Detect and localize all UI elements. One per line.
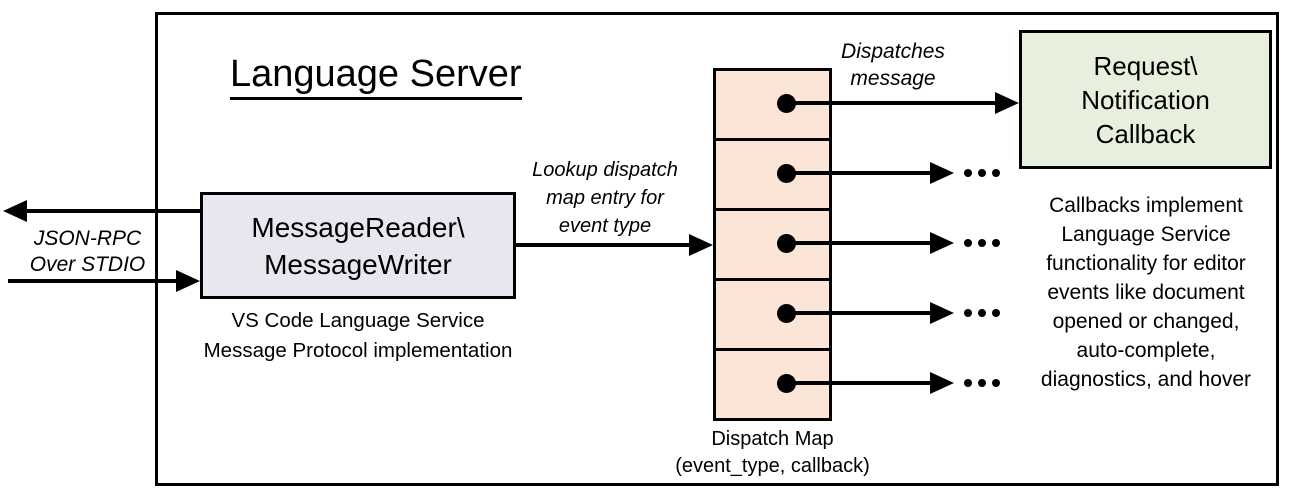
stdio-out-arrow-line: [18, 209, 200, 213]
dispatch-map: [713, 68, 832, 421]
callback-box-label: Request\ Notification Callback: [1081, 50, 1210, 149]
callback-box: Request\ Notification Callback: [1019, 30, 1272, 169]
lookup-arrowhead-icon: [689, 234, 713, 256]
ellipsis-icon: [964, 379, 1000, 387]
lookup-arrow-line: [515, 243, 691, 247]
ellipsis-icon: [964, 239, 1000, 247]
dispatch-map-slot: [716, 281, 829, 351]
dispatch-arrowhead-icon: [930, 232, 954, 254]
stdio-in-arrowhead-icon: [176, 270, 200, 292]
dispatch-map-slot: [716, 211, 829, 281]
message-reader-writer-box: MessageReader\ MessageWriter: [200, 192, 516, 299]
dispatch-arrow-line: [786, 171, 931, 175]
page-title: Language Server: [230, 52, 522, 100]
ellipsis-icon: [964, 309, 1000, 317]
reader-caption: VS Code Language Service Message Protoco…: [203, 309, 513, 362]
dispatch-arrow-line: [786, 381, 931, 385]
dispatch-arrow-line: [786, 101, 998, 105]
dispatch-arrowhead-icon: [930, 302, 954, 324]
dispatch-arrowhead-icon: [930, 162, 954, 184]
dispatch-arrow-line: [786, 241, 931, 245]
dispatch-arrow-line: [786, 311, 931, 315]
stdio-label: JSON-RPC Over STDIO: [29, 227, 146, 276]
dispatches-message-label: Dispatches message: [841, 40, 945, 90]
ellipsis-icon: [964, 169, 1000, 177]
page-title-text: Language Server: [230, 53, 522, 100]
stdio-in-arrow-line: [8, 279, 178, 283]
dispatch-arrowhead-icon: [930, 372, 954, 394]
dispatch-map-label: Dispatch Map (event_type, callback): [675, 428, 870, 477]
message-reader-writer-label: MessageReader\ MessageWriter: [251, 211, 465, 280]
callback-caption: Callbacks implement Language Service fun…: [1040, 194, 1252, 391]
lookup-label: Lookup dispatch map entry for event type: [532, 159, 678, 237]
stdio-out-arrowhead-icon: [3, 200, 27, 222]
dispatch-map-slot: [716, 141, 829, 211]
dispatch-map-slot: [716, 71, 829, 141]
dispatch-arrowhead-icon: [995, 92, 1019, 114]
